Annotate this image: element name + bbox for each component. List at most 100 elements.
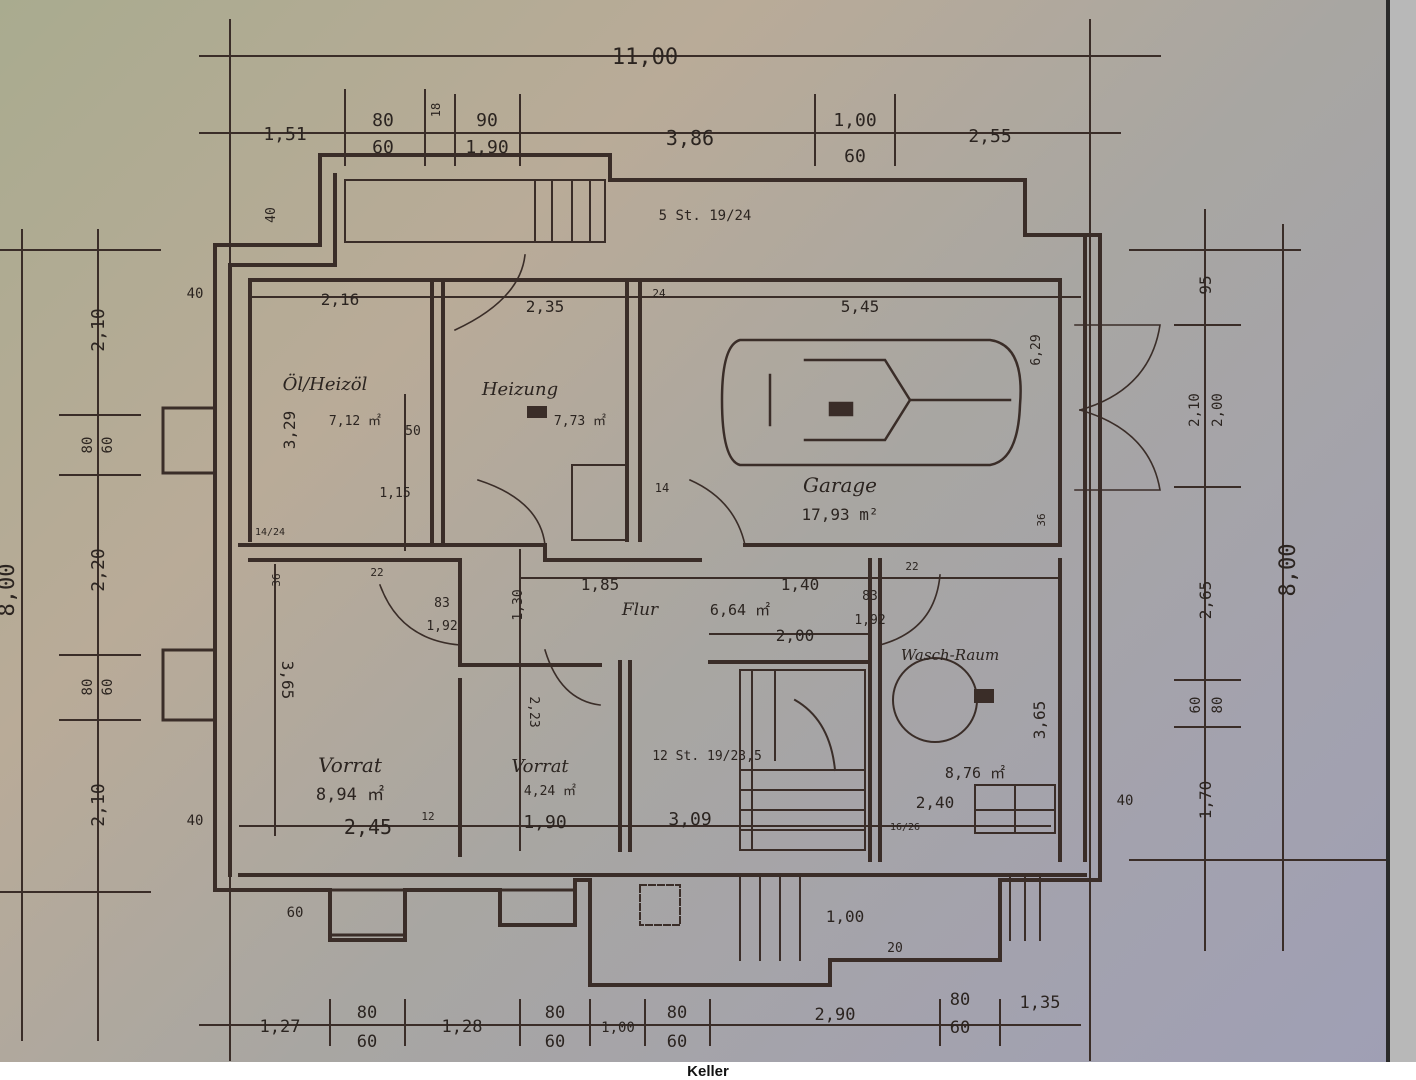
svg-text:6,29: 6,29 <box>1029 334 1044 365</box>
room-heating-label: Heizung <box>481 379 558 400</box>
room-top-left-area: 7,12 ㎡ <box>329 414 381 429</box>
svg-text:60: 60 <box>100 679 116 696</box>
svg-text:83: 83 <box>862 589 878 604</box>
light-wells <box>161 406 577 937</box>
dimension-lines <box>0 19 1416 1061</box>
svg-text:14: 14 <box>655 481 669 495</box>
interior-walls <box>238 278 1062 862</box>
svg-text:60: 60 <box>667 1032 687 1052</box>
svg-text:36: 36 <box>270 573 283 586</box>
svg-text:20: 20 <box>887 941 903 956</box>
svg-text:2,00: 2,00 <box>776 626 815 645</box>
svg-text:1,85: 1,85 <box>581 575 620 594</box>
svg-text:18: 18 <box>429 103 443 117</box>
svg-text:1,90: 1,90 <box>523 812 566 833</box>
door-swings <box>378 254 1161 706</box>
stair-top-label: 5 St. 19/24 <box>659 208 752 224</box>
svg-text:14/24: 14/24 <box>255 527 285 538</box>
svg-text:2,90: 2,90 <box>815 1005 856 1025</box>
svg-text:1,40: 1,40 <box>781 575 820 594</box>
svg-text:2,10: 2,10 <box>88 308 109 351</box>
dim-overall-depth-right: 8,00 <box>1276 544 1301 597</box>
room-heating-area: 7,73 ㎡ <box>554 414 606 429</box>
svg-text:83: 83 <box>434 596 450 611</box>
svg-text:1,28: 1,28 <box>442 1017 483 1037</box>
room-cellar-2-area: 4,24 ㎡ <box>524 784 576 799</box>
svg-text:2,10: 2,10 <box>88 783 109 826</box>
bottom-dimension-chain: 1,27 80 60 1,28 80 60 1,00 80 60 2,90 80… <box>260 990 1061 1052</box>
svg-text:60: 60 <box>545 1032 565 1052</box>
svg-text:2,23: 2,23 <box>526 696 541 727</box>
svg-text:2,45: 2,45 <box>344 815 392 839</box>
svg-text:2,16: 2,16 <box>321 290 360 309</box>
svg-text:60: 60 <box>100 437 116 454</box>
svg-text:12: 12 <box>421 810 434 823</box>
svg-text:80: 80 <box>1210 697 1226 714</box>
svg-text:40: 40 <box>187 286 204 302</box>
svg-text:80: 80 <box>545 1003 565 1023</box>
svg-text:2,40: 2,40 <box>916 793 955 812</box>
svg-text:3,65: 3,65 <box>278 661 297 700</box>
svg-text:1,30: 1,30 <box>511 589 526 620</box>
svg-text:80: 80 <box>80 679 96 696</box>
svg-text:22: 22 <box>370 566 383 579</box>
room-labels: Öl/Heizöl 7,12 ㎡ Heizung 7,73 ㎡ Garage 1… <box>283 208 1005 805</box>
svg-text:60: 60 <box>1188 697 1204 714</box>
room-top-left-label: Öl/Heizöl <box>283 372 368 395</box>
car-outline <box>720 338 1022 467</box>
svg-text:1,70: 1,70 <box>1196 781 1215 820</box>
svg-text:60: 60 <box>372 137 394 158</box>
svg-text:22: 22 <box>905 560 918 573</box>
svg-text:3,29: 3,29 <box>280 411 299 450</box>
room-laundry-area: 8,76 ㎡ <box>945 764 1005 782</box>
svg-text:40: 40 <box>1117 793 1134 809</box>
svg-text:2,10: 2,10 <box>1187 393 1203 427</box>
room-cellar-1-area: 8,94 ㎡ <box>316 785 384 805</box>
svg-text:1,92: 1,92 <box>854 613 885 628</box>
svg-text:1,00: 1,00 <box>826 907 865 926</box>
dim-overall-depth-left: 8,00 <box>0 564 20 617</box>
svg-text:50: 50 <box>405 424 421 439</box>
top-dimension-chain: 1,51 80 60 18 90 1,90 3,86 1,00 60 2,55 <box>263 103 1011 167</box>
svg-text:1,00: 1,00 <box>833 110 876 131</box>
svg-text:2,35: 2,35 <box>526 297 565 316</box>
svg-text:1,35: 1,35 <box>1020 993 1061 1013</box>
svg-text:3,86: 3,86 <box>666 126 714 150</box>
svg-text:1,15: 1,15 <box>379 486 410 501</box>
svg-text:60: 60 <box>357 1032 377 1052</box>
svg-text:1,51: 1,51 <box>263 124 306 145</box>
svg-text:3,65: 3,65 <box>1030 701 1049 740</box>
svg-text:80: 80 <box>80 437 96 454</box>
exterior-walls <box>213 153 1102 987</box>
room-cellar-2-label: Vorrat <box>511 756 569 777</box>
room-hall-label: Flur <box>621 600 659 620</box>
interior-dimensions: 2,16 2,35 5,45 3,29 6,29 50 1,15 1,85 1,… <box>187 207 1134 956</box>
svg-text:3,09: 3,09 <box>668 809 711 830</box>
stair-main-label: 12 St. 19/23,5 <box>652 749 762 764</box>
room-garage-area: 17,93 m² <box>801 505 878 524</box>
svg-text:2,65: 2,65 <box>1196 581 1215 620</box>
room-laundry-label: Wasch-Raum <box>901 646 999 664</box>
svg-text:1,27: 1,27 <box>260 1017 301 1037</box>
svg-text:95: 95 <box>1196 275 1215 294</box>
svg-text:60: 60 <box>287 905 304 921</box>
top-stair <box>344 179 606 243</box>
entry-stair <box>639 877 1041 961</box>
svg-text:2,55: 2,55 <box>968 126 1011 147</box>
svg-text:60: 60 <box>844 146 866 167</box>
svg-text:40: 40 <box>187 813 204 829</box>
main-stair <box>739 669 866 851</box>
svg-text:16/26: 16/26 <box>890 822 920 833</box>
svg-text:2,20: 2,20 <box>88 548 109 591</box>
dim-overall-width: 11,00 <box>612 45 678 70</box>
svg-text:5,45: 5,45 <box>841 297 880 316</box>
room-garage-label: Garage <box>803 473 877 497</box>
left-dimension-chain: 2,10 80 60 2,20 80 60 2,10 <box>80 308 116 826</box>
fixtures <box>527 406 1056 834</box>
right-dimension-chain: 95 2,10 2,00 2,65 60 80 1,70 <box>1187 275 1226 819</box>
svg-text:2,00: 2,00 <box>1210 393 1226 427</box>
svg-text:40: 40 <box>264 207 279 223</box>
svg-text:90: 90 <box>476 110 498 131</box>
svg-text:80: 80 <box>667 1003 687 1023</box>
